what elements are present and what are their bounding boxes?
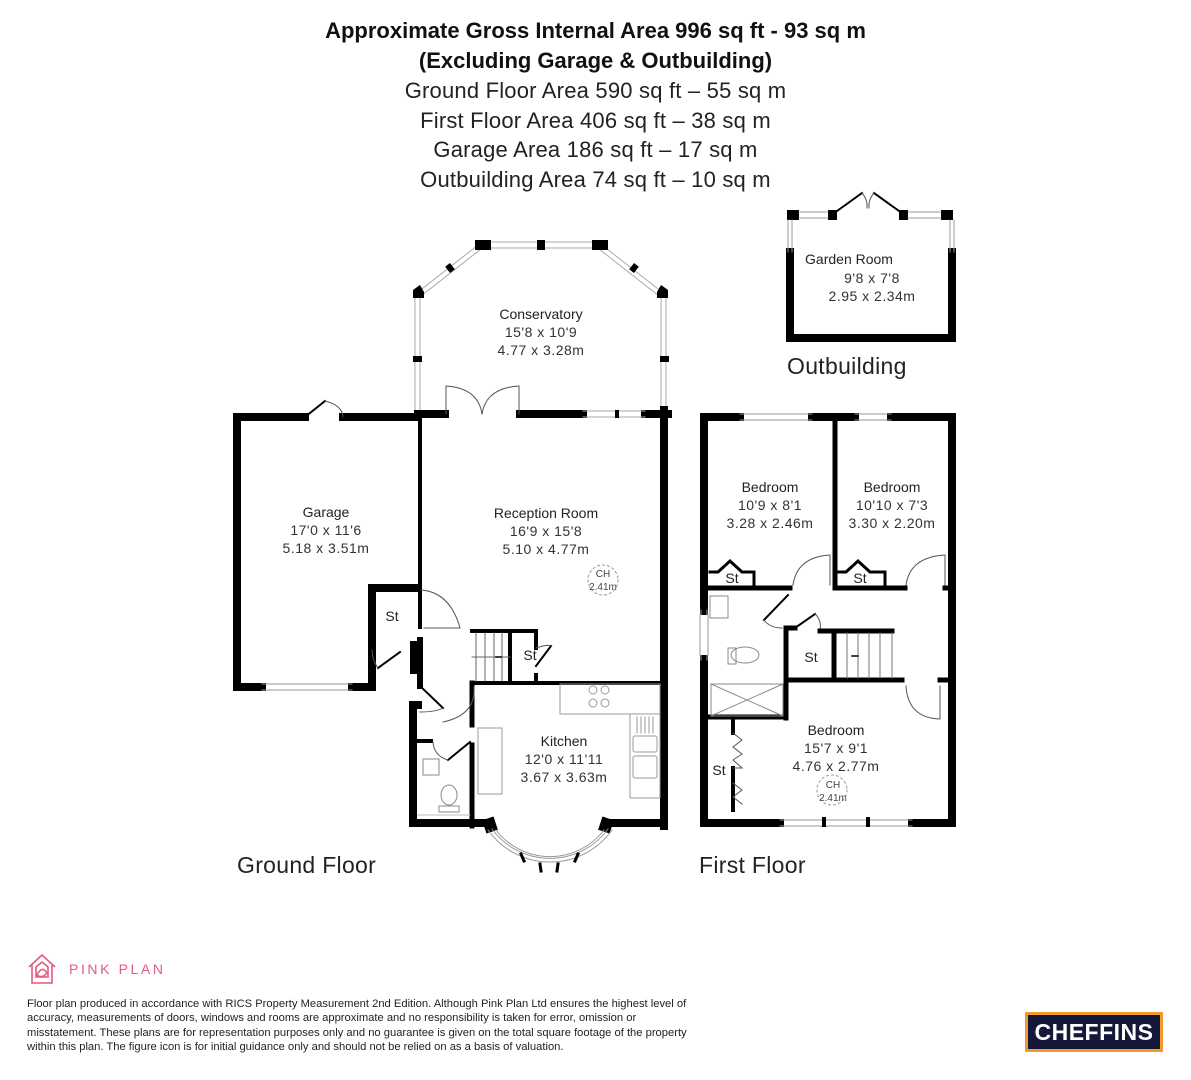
bedroom-2-label: Bedroom bbox=[864, 479, 921, 495]
bedroom-3-label: Bedroom bbox=[808, 722, 865, 738]
bedroom-1-store-label: St bbox=[725, 570, 738, 586]
kitchen-label: Kitchen bbox=[541, 733, 588, 749]
bedroom-2-imperial: 10'10 x 7'3 bbox=[856, 497, 928, 513]
bedroom-3-metric: 4.76 x 2.77m bbox=[793, 758, 880, 774]
gross-area-subtitle: (Excluding Garage & Outbuilding) bbox=[418, 48, 773, 73]
first-floor-plan bbox=[699, 413, 956, 827]
area-summary: Approximate Gross Internal Area 996 sq f… bbox=[0, 16, 1191, 194]
cheffins-logo: CHEFFINS bbox=[1025, 1012, 1163, 1052]
garage-area: Garage Area 186 sq ft – 17 sq m bbox=[433, 137, 758, 162]
house-logo-icon bbox=[28, 953, 56, 984]
first-floor-area: First Floor Area 406 sq ft – 38 sq m bbox=[420, 107, 771, 133]
bedroom-1-label: Bedroom bbox=[742, 479, 799, 495]
bedroom-1-imperial: 10'9 x 8'1 bbox=[738, 497, 802, 513]
reception-room-imperial: 16'9 x 15'8 bbox=[510, 523, 582, 539]
outbuilding-label: Outbuilding bbox=[787, 353, 907, 379]
landing-store-label: St bbox=[804, 649, 817, 665]
garden-room-imperial: 9'8 x 7'8 bbox=[844, 270, 900, 286]
bedroom-3-ceiling-height-value: 2.41m bbox=[819, 793, 847, 804]
garden-room-metric: 2.95 x 2.34m bbox=[829, 288, 916, 304]
conservatory-imperial: 15'8 x 10'9 bbox=[505, 324, 577, 340]
pink-plan-brand: PINK PLAN bbox=[69, 961, 166, 977]
first-floor-label: First Floor bbox=[699, 852, 806, 878]
reception-room-label: Reception Room bbox=[494, 505, 598, 521]
pink-plan-logo: PINK PLAN bbox=[27, 953, 166, 985]
ground-floor-plan bbox=[233, 240, 672, 873]
garage-metric: 5.18 x 3.51m bbox=[283, 540, 370, 556]
bedroom-2-metric: 3.30 x 2.20m bbox=[849, 515, 936, 531]
kitchen-metric: 3.67 x 3.63m bbox=[521, 769, 608, 785]
conservatory-metric: 4.77 x 3.28m bbox=[498, 342, 585, 358]
gross-area-title: Approximate Gross Internal Area 996 sq f… bbox=[325, 18, 866, 43]
garden-room-label: Garden Room bbox=[805, 251, 893, 267]
garage-store-label: St bbox=[385, 608, 398, 624]
ground-floor-area: Ground Floor Area 590 sq ft – 55 sq m bbox=[404, 78, 787, 103]
bedroom-1-metric: 3.28 x 2.46m bbox=[727, 515, 814, 531]
garage-label: Garage bbox=[303, 504, 350, 520]
bedroom-2-store-label: St bbox=[853, 570, 866, 586]
outbuilding-area: Outbuilding Area 74 sq ft – 10 sq m bbox=[420, 166, 771, 192]
disclaimer-text: Floor plan produced in accordance with R… bbox=[27, 998, 687, 1053]
reception-ceiling-height-value: 2.41m bbox=[589, 582, 617, 593]
reception-ceiling-height-label: CH bbox=[596, 569, 610, 580]
bedroom-3-ceiling-height-label: CH bbox=[826, 780, 840, 791]
conservatory-label: Conservatory bbox=[499, 306, 582, 322]
ground-floor-label: Ground Floor bbox=[237, 852, 377, 878]
reception-room-metric: 5.10 x 4.77m bbox=[503, 541, 590, 557]
outbuilding-plan bbox=[786, 191, 956, 342]
garage-imperial: 17'0 x 11'6 bbox=[290, 522, 361, 538]
wardrobe-store-label: St bbox=[712, 762, 725, 778]
bedroom-3-imperial: 15'7 x 9'1 bbox=[804, 740, 868, 756]
kitchen-imperial: 12'0 x 11'11 bbox=[525, 751, 604, 767]
understairs-store-label: St bbox=[523, 647, 536, 663]
cheffins-brand: CHEFFINS bbox=[1028, 1015, 1160, 1049]
